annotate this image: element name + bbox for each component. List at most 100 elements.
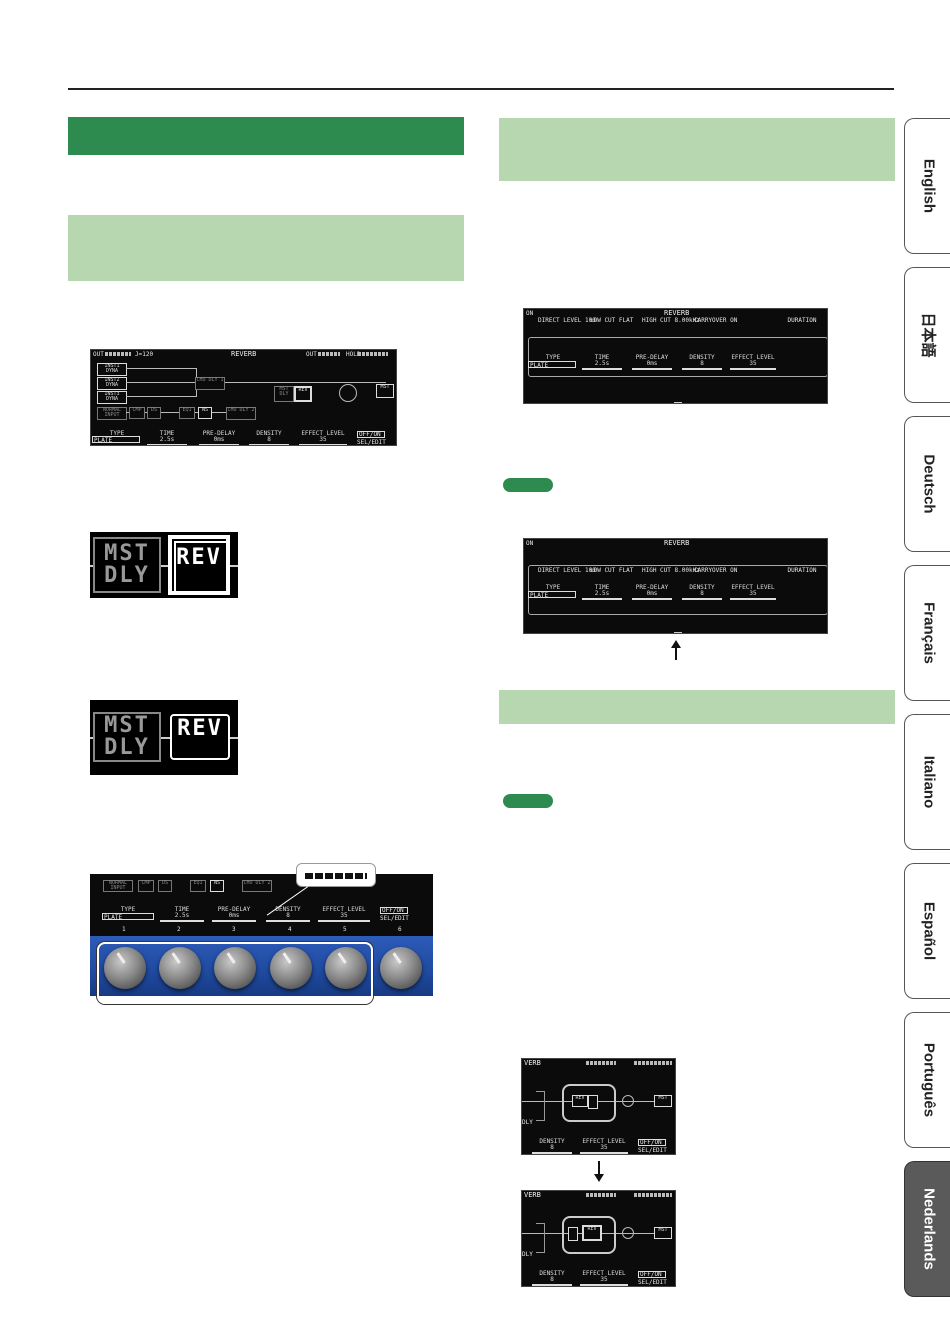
arrow-head-icon xyxy=(671,640,681,648)
switch-block xyxy=(568,1227,578,1241)
top-param-4: CARRYOVER ON xyxy=(694,567,738,574)
sel-edit-label: SEL/EDIT xyxy=(638,1147,667,1154)
knob-5[interactable] xyxy=(325,947,367,989)
subsection-heading-bar-right-2 xyxy=(499,690,895,724)
knob-6[interactable] xyxy=(380,947,422,989)
mixer-circle xyxy=(622,1227,634,1239)
status-label: ON xyxy=(526,310,534,317)
tab-francais[interactable]: Français xyxy=(904,565,950,701)
zoom-rev-selected: MST DLY REV xyxy=(90,532,238,598)
top-param-4: CARRYOVER ON xyxy=(694,317,738,324)
knob-1[interactable] xyxy=(104,947,146,989)
tab-portugues[interactable]: Português xyxy=(904,1012,950,1148)
knob-4[interactable] xyxy=(270,947,312,989)
delay-label: DLY xyxy=(522,1251,533,1258)
tab-japanese[interactable]: 日本語 xyxy=(904,267,950,403)
type-value-box: PLATE xyxy=(102,913,154,921)
reverb-block[interactable]: REV xyxy=(294,386,312,402)
tempo-label: J=120 xyxy=(135,351,154,358)
level-meter-hold xyxy=(358,352,388,356)
sel-edit-label: SEL/EDIT xyxy=(357,439,386,446)
param-type: TYPE xyxy=(545,354,561,361)
highlight-ring xyxy=(562,1216,616,1254)
normal-input-block: NORMAL INPUT xyxy=(103,880,133,892)
param-frame xyxy=(528,337,827,377)
tab-espanol[interactable]: Español xyxy=(904,863,950,999)
subsection-heading-bar-right xyxy=(499,118,895,181)
normal-input-block: NORMAL INPUT xyxy=(97,407,127,420)
param-frame xyxy=(528,565,827,615)
level-meter-right xyxy=(318,352,340,356)
master-delay-block: MST DLY xyxy=(274,386,294,402)
reverb-edit-screen: ON REVERB DIRECT LEVEL 100 LOW CUT FLAT … xyxy=(523,308,828,404)
chorus-delay-block-2: CHO DLY 2 xyxy=(226,407,256,420)
reverb-edit-screen-2: ON REVERB DIRECT LEVEL 100 LOW CUT FLAT … xyxy=(523,538,828,634)
sel-edit-label: SEL/EDIT xyxy=(638,1279,667,1286)
knob-3[interactable] xyxy=(214,947,256,989)
screen-title: REVERB xyxy=(664,539,690,547)
tab-deutsch[interactable]: Deutsch xyxy=(904,416,950,552)
chorus-delay-block-2: CHO DLY 2 xyxy=(242,880,272,892)
level-meter xyxy=(586,1061,616,1065)
knob-2[interactable] xyxy=(159,947,201,989)
arrow-down-icon xyxy=(598,1161,600,1175)
subsection-heading-bar xyxy=(68,215,464,281)
note-pill xyxy=(503,794,553,808)
input-block-3: INST3 DYNA xyxy=(97,391,127,404)
out-meter-label: OUT xyxy=(93,351,104,358)
param-type: TYPE xyxy=(109,430,125,437)
note-pill xyxy=(503,478,553,492)
arrow-head-icon xyxy=(594,1174,604,1182)
page-indicator xyxy=(674,632,682,633)
knob-panel: NORMAL INPUT CMP DS EQ1 NS CHO DLY 2 TYP… xyxy=(90,874,433,996)
chorus-delay-block-1: CHO DLY 1 xyxy=(195,377,225,390)
tab-english[interactable]: English xyxy=(904,118,950,254)
highlight-ring xyxy=(562,1084,616,1122)
type-value-box: PLATE xyxy=(92,436,140,444)
switch-block xyxy=(588,1095,598,1109)
distortion-block: DS xyxy=(147,407,161,419)
reverb-block-zoom[interactable]: REV xyxy=(170,714,230,760)
off-on-switch: OFF/ON xyxy=(638,1139,666,1146)
page-indicator xyxy=(674,402,682,403)
top-param-3: HIGH CUT 8.00kHz xyxy=(642,317,700,324)
top-param-1: DIRECT LEVEL 100 xyxy=(538,317,596,324)
reverb-block-selected[interactable]: REV xyxy=(168,535,230,595)
param-type: TYPE xyxy=(120,906,136,913)
type-value-box: PLATE xyxy=(528,361,576,369)
master-block: MST xyxy=(654,1227,672,1239)
knob-number-2: 2 xyxy=(177,926,181,933)
zoom-rev-unselected: MST DLY REV xyxy=(90,700,238,775)
top-param-5: DURATION xyxy=(787,567,817,574)
compressor-block: CMP xyxy=(138,880,154,892)
mixer-circle xyxy=(339,384,357,402)
tab-italiano[interactable]: Italiano xyxy=(904,714,950,850)
knobs-highlight-frame xyxy=(97,942,373,1004)
noise-suppressor-block: NS xyxy=(210,880,224,892)
knob-number-6: 6 xyxy=(398,926,402,933)
off-on-switch: OFF/ON xyxy=(380,907,408,914)
master-block: MST xyxy=(654,1095,672,1107)
reverb-block[interactable]: REV xyxy=(572,1095,588,1107)
top-param-5: DURATION xyxy=(787,317,817,324)
screen-title: REVERB xyxy=(231,350,257,358)
tab-nederlands[interactable]: Nederlands xyxy=(904,1161,950,1297)
off-on-switch: OFF/ON xyxy=(357,431,385,438)
reverb-block[interactable]: REV xyxy=(582,1225,602,1241)
